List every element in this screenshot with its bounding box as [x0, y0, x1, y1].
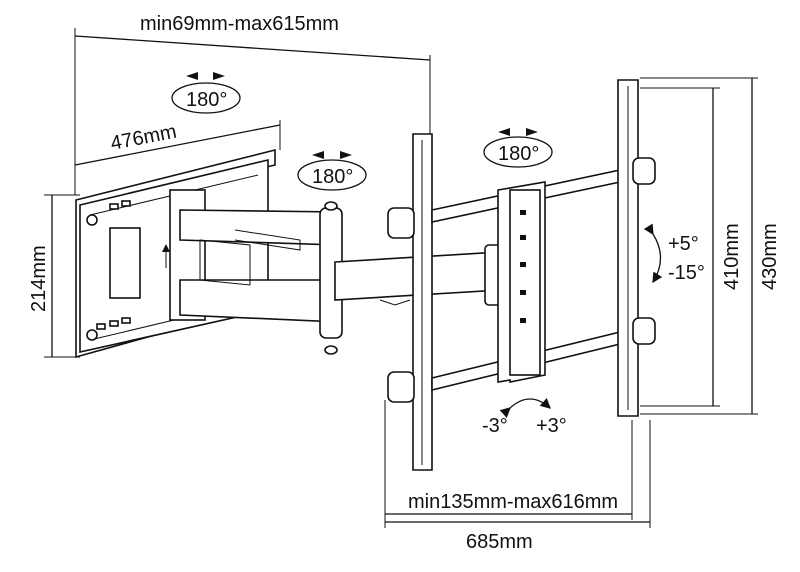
bottom-extension-label: min135mm-max616mm: [408, 491, 618, 513]
swivel-wall-indicator: 180°: [171, 72, 241, 114]
tilt-indicator: +5° -15°: [643, 223, 705, 284]
tilt-down-label: -15°: [668, 262, 705, 284]
left-rail: [387, 133, 433, 471]
level-indicator: -3° +3°: [482, 398, 567, 437]
swivel-plate-indicator: 180°: [483, 128, 553, 168]
first-arm: [179, 201, 343, 355]
vesa-outer-height-dimension: 430mm: [640, 77, 781, 415]
top-extension-dimension: min69mm-max615mm: [74, 13, 431, 195]
level-left-label: -3°: [482, 415, 508, 437]
vesa-inner-height-dimension: 410mm: [640, 87, 743, 407]
center-plate: [497, 181, 546, 383]
swivel-plate-label: 180°: [498, 143, 539, 165]
right-rail: [617, 79, 656, 417]
swivel-wall-label: 180°: [186, 89, 227, 111]
bracket-height-label: 214mm: [28, 245, 50, 312]
bottom-extension-dimension: min135mm-max616mm: [384, 400, 633, 528]
tilt-up-label: +5°: [668, 233, 699, 255]
swivel-arm-indicator: 180°: [297, 151, 367, 191]
vesa-inner-height-label: 410mm: [721, 223, 743, 290]
level-right-label: +3°: [536, 415, 567, 437]
bracket-height-dimension: 214mm: [28, 194, 80, 358]
swivel-arm-label: 180°: [312, 166, 353, 188]
top-extension-label: min69mm-max615mm: [140, 13, 339, 35]
bracket-width-label: 476mm: [109, 121, 179, 155]
wall-plate: [75, 148, 276, 359]
total-width-dimension: 685mm: [385, 420, 651, 553]
total-width-label: 685mm: [466, 531, 533, 553]
vesa-outer-height-label: 430mm: [759, 223, 781, 290]
